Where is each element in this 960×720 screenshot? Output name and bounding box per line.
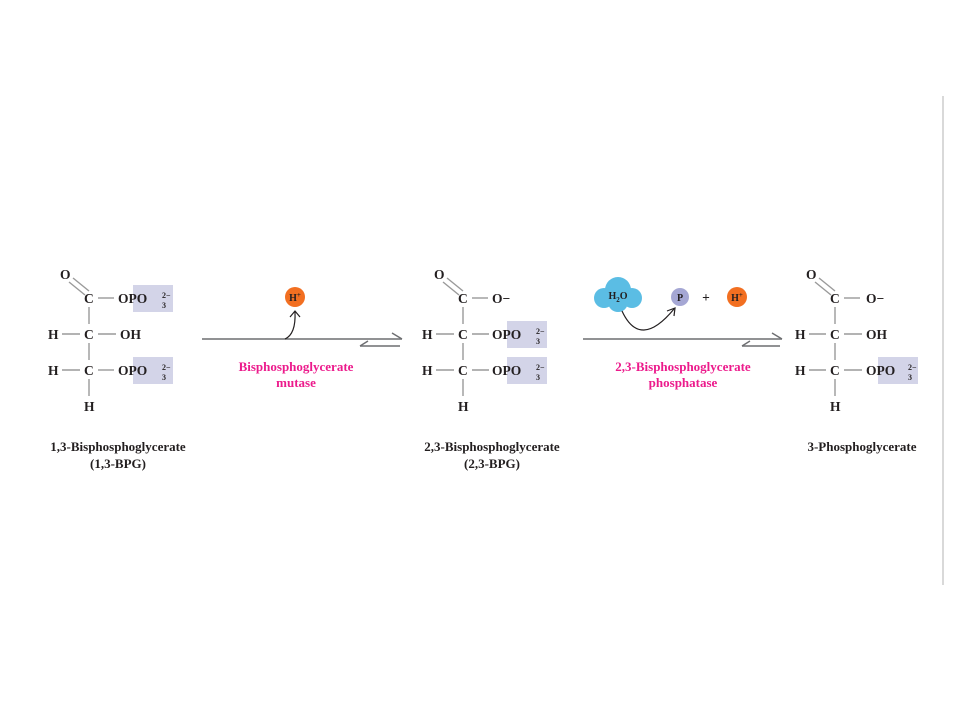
- charge: 2−: [162, 291, 171, 300]
- equilibrium-arrow-2: [583, 332, 783, 347]
- molecule-name-1: 1,3-Bisphosphoglycerate: [50, 439, 186, 454]
- atom-c: C: [458, 327, 468, 342]
- proton-label: H+: [289, 291, 301, 304]
- double-bond: [442, 281, 460, 296]
- atom-c: C: [84, 291, 94, 306]
- phosphate-highlight-3: [507, 321, 547, 348]
- water-label: H2O: [608, 291, 627, 304]
- water-uptake-arrow: [621, 308, 675, 331]
- atom-h: H: [48, 363, 59, 378]
- phosphate-highlight-4: [507, 357, 547, 384]
- enzyme-mutase-line2: mutase: [276, 375, 316, 390]
- molecule-2,3-bpg: O C O− H C OPO 2− 3 H C OPO 2− 3 H: [422, 267, 547, 414]
- atom-oh: OH: [120, 327, 142, 342]
- charge: 2−: [536, 363, 545, 372]
- atom-c: C: [830, 363, 840, 378]
- atom-c: C: [84, 327, 94, 342]
- atom-o-minus: O−: [492, 291, 510, 306]
- atom-c: C: [458, 363, 468, 378]
- atom-h: H: [422, 327, 433, 342]
- proton-icon: [285, 287, 305, 307]
- enzyme-phosphatase-line1: 2,3-Bisphosphoglycerate: [615, 359, 751, 374]
- atom-h: H: [830, 399, 841, 414]
- atom-o: O: [806, 267, 817, 282]
- atom-h: H: [795, 327, 806, 342]
- atom-o: OPO: [118, 363, 147, 378]
- atom-o: O: [434, 267, 445, 282]
- phosphate-highlight-2: [133, 357, 173, 384]
- molecule-name-3: 3-Phosphoglycerate: [807, 439, 916, 454]
- phosphate-highlight-5: [878, 357, 918, 384]
- proton-label-2: H+: [731, 291, 743, 304]
- phosphate-icon: [671, 288, 689, 306]
- double-bond: [818, 277, 836, 292]
- subscript: 3: [908, 373, 912, 382]
- subscript: 3: [536, 373, 540, 382]
- atom-h: H: [48, 327, 59, 342]
- release-arrowhead-1: [289, 310, 301, 318]
- atom-c: C: [458, 291, 468, 306]
- enzyme-phosphatase-line2: phosphatase: [649, 375, 718, 390]
- release-arrow-1: [284, 311, 296, 340]
- atom-h: H: [458, 399, 469, 414]
- molecule-abbr-2: (2,3-BPG): [464, 456, 520, 471]
- phosphate-label: P: [677, 293, 683, 304]
- double-bond: [72, 277, 90, 292]
- atom-o: OPO: [492, 327, 521, 342]
- subscript: 3: [536, 337, 540, 346]
- subscript: 3: [162, 301, 166, 310]
- charge: 2−: [162, 363, 171, 372]
- atom-c: C: [84, 363, 94, 378]
- enzyme-mutase-line1: Bisphosphoglycerate: [239, 359, 354, 374]
- atom-o: OPO: [492, 363, 521, 378]
- atom-h: H: [795, 363, 806, 378]
- atom-c: C: [830, 291, 840, 306]
- atom-c: C: [830, 327, 840, 342]
- double-bond: [446, 277, 464, 292]
- charge: 2−: [536, 327, 545, 336]
- atom-o: O: [60, 267, 71, 282]
- molecule-1,3-bpg: O C OPO 2− 3 H C OH H C OPO 2− 3 H: [48, 267, 173, 414]
- subscript: 3: [162, 373, 166, 382]
- water-uptake-arrowhead: [666, 307, 676, 317]
- atom-o-minus: O−: [866, 291, 884, 306]
- double-bond: [68, 281, 86, 296]
- charge: 2−: [908, 363, 917, 372]
- molecule-abbr-1: (1,3-BPG): [90, 456, 146, 471]
- atom-oh: OH: [866, 327, 888, 342]
- molecule-name-2: 2,3-Bisphosphoglycerate: [424, 439, 560, 454]
- atom-o: OPO: [118, 291, 147, 306]
- double-bond: [814, 281, 832, 296]
- proton-icon-2: [727, 287, 747, 307]
- atom-o: OPO: [866, 363, 895, 378]
- atom-h: H: [422, 363, 433, 378]
- plus-sign: +: [702, 290, 710, 305]
- phosphate-highlight-1: [133, 285, 173, 312]
- water-molecule-icon: [594, 277, 642, 312]
- atom-h: H: [84, 399, 95, 414]
- molecule-3-phosphoglycerate: O C O− H C OH H C OPO 2− 3 H: [795, 267, 918, 414]
- equilibrium-arrow-1: [202, 332, 403, 347]
